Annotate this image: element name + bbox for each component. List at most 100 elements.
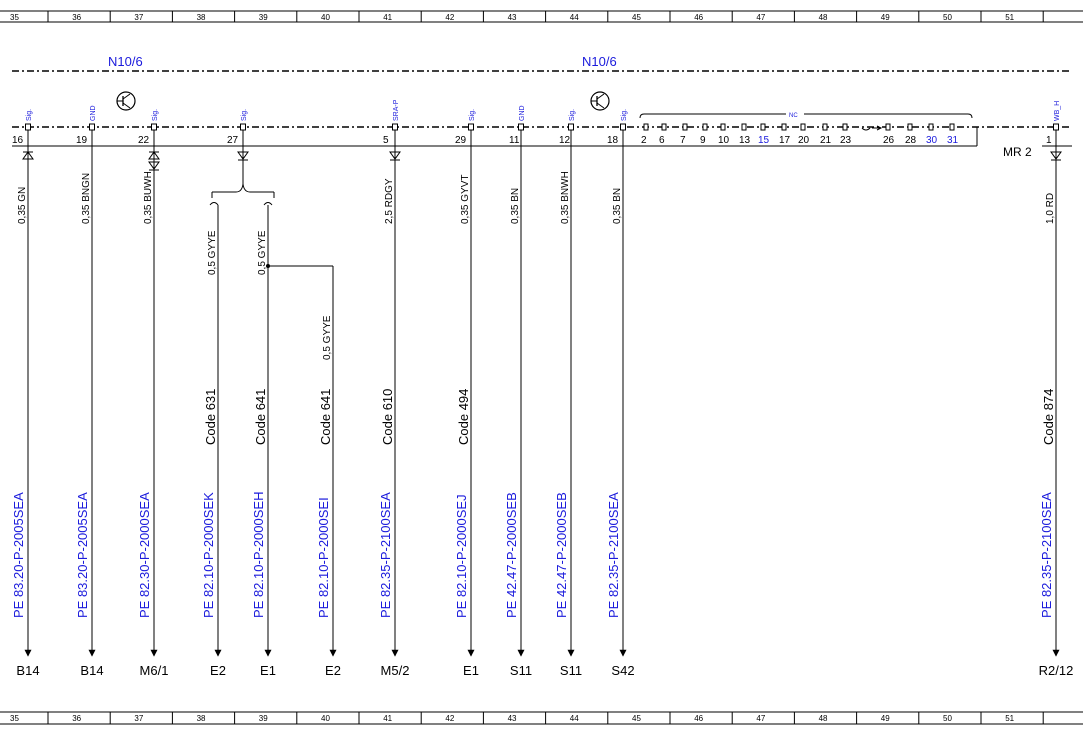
- ruler-number: 50: [943, 13, 952, 22]
- reference-link[interactable]: PE 82.30-P-2000SEA: [137, 492, 152, 618]
- ruler-number: 47: [756, 13, 765, 22]
- nc-pin-slot: [760, 123, 766, 131]
- pin-signal-label: Sig.: [26, 109, 33, 121]
- nc-pin-number: 23: [840, 135, 852, 146]
- wire-spec: 0,5 GYYE: [257, 230, 268, 275]
- reference-link[interactable]: PE 82.35-P-2100SEA: [378, 492, 393, 618]
- destination-label: S11: [560, 663, 582, 678]
- ruler-number: 43: [508, 714, 517, 723]
- ruler-number: 37: [134, 13, 143, 22]
- ruler-number: 44: [570, 714, 579, 723]
- reference-link[interactable]: PE 42.47-P-2000SEB: [554, 492, 569, 618]
- transistor-icon: [116, 91, 136, 111]
- destination-label: M6/1: [140, 663, 169, 678]
- ruler-number: 49: [881, 714, 890, 723]
- nc-pin-slot: [822, 123, 828, 131]
- ruler-number: 47: [756, 714, 765, 723]
- nc-pin-slot: [928, 123, 934, 131]
- reference-link[interactable]: PE 82.10-P-2000SEK: [201, 492, 216, 618]
- pin-slot: [392, 123, 398, 131]
- nc-pin-slot: [720, 123, 726, 131]
- code-label: Code 641: [318, 389, 333, 445]
- wire-spec: 0,35 GYVT: [460, 175, 471, 224]
- destination-label: B14: [80, 663, 103, 678]
- signal-direction-icon: [389, 151, 401, 160]
- nc-pin-slot: [885, 123, 891, 131]
- ruler-number: 45: [632, 714, 641, 723]
- transistor-icon: [590, 91, 610, 111]
- signal-direction-icon: [22, 151, 34, 160]
- pin-number: 22: [138, 135, 150, 146]
- ruler-number: 38: [197, 13, 206, 22]
- ruler-number: 40: [321, 13, 330, 22]
- ruler-number: 46: [694, 13, 703, 22]
- nc-pin-slot: [842, 123, 848, 131]
- nc-pin-number: 2: [641, 135, 647, 146]
- ruler-number: 49: [881, 13, 890, 22]
- nc-pin-number: 15: [758, 135, 770, 146]
- pin-slot: [568, 123, 574, 131]
- nc-pin-slot: [702, 123, 708, 131]
- reference-link[interactable]: PE 83.20-P-2005SEA: [75, 492, 90, 618]
- ruler-number: 41: [383, 13, 392, 22]
- ruler-number: 50: [943, 714, 952, 723]
- wire-spec: 1,0 RD: [1045, 193, 1056, 224]
- destination-label: M5/2: [381, 663, 410, 678]
- reference-link[interactable]: PE 42.47-P-2000SEB: [504, 492, 519, 618]
- ruler-number: 38: [197, 714, 206, 723]
- nc-pin-slot: [741, 123, 747, 131]
- nc-pin-slot: [682, 123, 688, 131]
- reference-link[interactable]: PE 82.10-P-2000SEH: [251, 492, 266, 618]
- pin-layer: Sig.16GND19Sig.22Sig.27SRA-P5Sig.29GND11…: [12, 99, 1061, 146]
- nc-pin-number: 10: [718, 135, 730, 146]
- nc-pin-number: 21: [820, 135, 832, 146]
- code-label: Code 494: [456, 389, 471, 445]
- ruler-number: 42: [445, 714, 454, 723]
- reference-link[interactable]: PE 82.35-P-2100SEA: [606, 492, 621, 618]
- pin-signal-label: Sig.: [241, 109, 248, 121]
- ruler-number: 48: [819, 714, 828, 723]
- reference-link[interactable]: PE 83.20-P-2005SEA: [11, 492, 26, 618]
- destination-label: E1: [463, 663, 479, 678]
- nc-pin-number: 9: [700, 135, 706, 146]
- nc-pin-number: 30: [926, 135, 938, 146]
- pin-signal-label: GND: [519, 105, 526, 121]
- nc-pin-number: 7: [680, 135, 686, 146]
- pin-number: 27: [227, 135, 239, 146]
- wire-spec: 0,35 BN: [612, 188, 623, 224]
- nc-pin-slot: [661, 123, 667, 131]
- code-label: Code 874: [1041, 389, 1056, 445]
- wire-spec: 0,35 BUWH: [143, 171, 154, 224]
- ruler-number: 39: [259, 714, 268, 723]
- ruler-number: 37: [134, 714, 143, 723]
- ruler-number: 39: [259, 13, 268, 22]
- reference-link[interactable]: PE 82.10-P-2000SEJ: [454, 494, 469, 618]
- ruler-number: 48: [819, 13, 828, 22]
- destination-label: R2/12: [1039, 663, 1074, 678]
- reference-link[interactable]: PE 82.10-P-2000SEI: [316, 497, 331, 618]
- pin-number: 11: [509, 135, 520, 146]
- pin-slot: [620, 123, 626, 131]
- pin-signal-label: Sig.: [569, 109, 576, 121]
- wire-spec: 0,35 GN: [17, 187, 28, 224]
- pin-slot: [151, 123, 157, 131]
- ruler-number: 43: [508, 13, 517, 22]
- pin-slot: [25, 123, 31, 131]
- nc-pin-number: 26: [883, 135, 895, 146]
- connector-label-right: N10/6: [582, 54, 617, 69]
- destination-label: B14: [16, 663, 39, 678]
- ruler-number: 36: [72, 714, 81, 723]
- destination-label: E2: [325, 663, 341, 678]
- wire-spec: 0,5 GYYE: [207, 230, 218, 275]
- ruler-number: 45: [632, 13, 641, 22]
- code-label: Code 641: [253, 389, 268, 445]
- pin-number: 29: [455, 135, 467, 146]
- pin-signal-label: Sig.: [621, 109, 628, 121]
- reference-link[interactable]: PE 82.35-P-2100SEA: [1039, 492, 1054, 618]
- pin-slot: [89, 123, 95, 131]
- pin-number: 18: [607, 135, 619, 146]
- nc-pin-slot: [907, 123, 913, 131]
